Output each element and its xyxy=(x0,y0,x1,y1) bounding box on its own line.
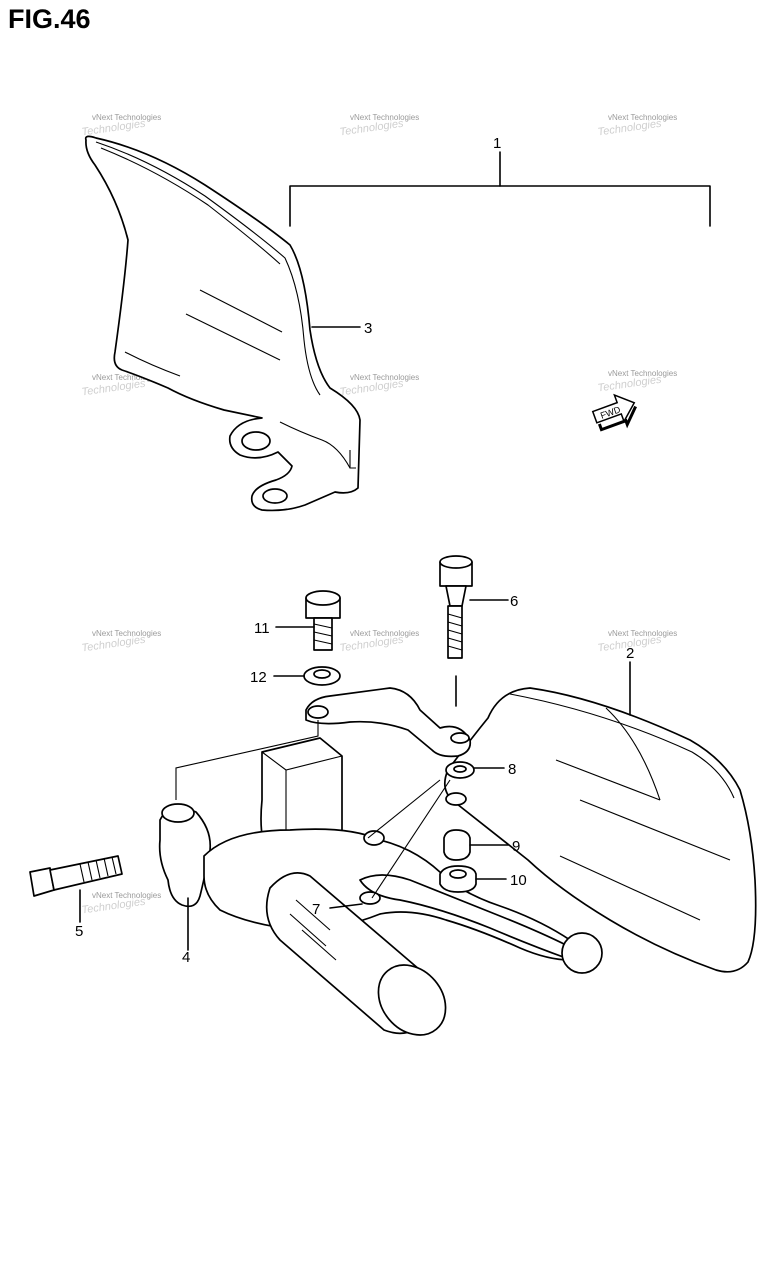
nut-10 xyxy=(439,865,507,893)
svg-text:vNext Technologies: vNext Technologies xyxy=(608,629,677,638)
svg-text:vNext Technologies: vNext Technologies xyxy=(92,113,161,122)
callout-1: 1 xyxy=(493,135,501,152)
callout-3: 3 xyxy=(364,320,372,337)
svg-text:vNext Technologies: vNext Technologies xyxy=(350,373,419,382)
watermark: Technologies vNext Technologies xyxy=(81,629,161,655)
watermark: Technologies vNext Technologies xyxy=(81,113,161,139)
callout-10: 10 xyxy=(510,872,527,889)
nut-9 xyxy=(443,829,509,861)
callout-2: 2 xyxy=(626,645,634,662)
callout-7: 7 xyxy=(312,901,320,918)
svg-text:vNext Technologies: vNext Technologies xyxy=(92,629,161,638)
watermark: Technologies vNext Technologies xyxy=(597,369,677,395)
svg-text:vNext Technologies: vNext Technologies xyxy=(350,629,419,638)
svg-text:vNext Technologies: vNext Technologies xyxy=(608,369,677,378)
watermark: Technologies vNext Technologies xyxy=(339,113,419,139)
svg-text:vNext Technologies: vNext Technologies xyxy=(350,113,419,122)
bolt-6 xyxy=(439,555,509,707)
watermark: Technologies vNext Technologies xyxy=(597,629,677,655)
washer-8 xyxy=(445,761,505,779)
callout-8: 8 xyxy=(508,761,516,778)
callout-5: 5 xyxy=(75,923,83,940)
watermark: Technologies vNext Technologies xyxy=(81,891,161,917)
hand-guard-lower xyxy=(443,661,757,973)
bolt-long xyxy=(29,855,123,923)
svg-text:vNext Technologies: vNext Technologies xyxy=(608,113,677,122)
washer-12 xyxy=(273,666,341,686)
bolt-11 xyxy=(275,590,341,651)
clamp-assembly xyxy=(158,737,603,1036)
watermark: Technologies vNext Technologies xyxy=(597,113,677,139)
callouts: 1 2 3 4 5 6 7 8 9 10 11 12 xyxy=(75,135,634,966)
callout-11: 11 xyxy=(254,620,270,637)
set-bracket xyxy=(289,151,711,227)
callout-9: 9 xyxy=(512,838,520,855)
assembly-lines xyxy=(175,720,451,909)
callout-6: 6 xyxy=(510,593,518,610)
hand-guard-upper xyxy=(84,135,361,512)
fwd-arrow-icon: FWD xyxy=(591,393,637,432)
svg-text:vNext Technologies: vNext Technologies xyxy=(92,373,161,382)
mount-bracket xyxy=(305,687,472,758)
callout-12: 12 xyxy=(250,669,267,686)
callout-4: 4 xyxy=(182,949,190,966)
svg-text:vNext Technologies: vNext Technologies xyxy=(92,891,161,900)
figure-title: FIG.46 xyxy=(8,4,91,34)
watermark: Technologies vNext Technologies xyxy=(339,629,419,655)
watermark: Technologies vNext Technologies xyxy=(339,373,419,399)
